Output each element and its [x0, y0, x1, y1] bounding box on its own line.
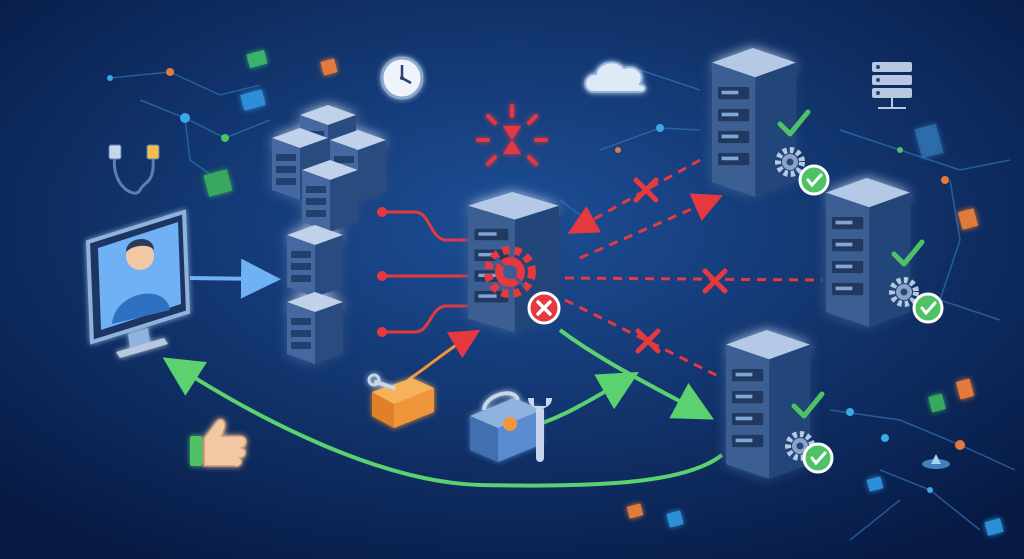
- blocked-cross-icons: [633, 177, 728, 354]
- user-workstation-node: [85, 209, 191, 358]
- cluster-to-failed-links: [385, 210, 470, 334]
- wrench-icon: [528, 398, 552, 462]
- failed-gear-icon: [484, 246, 536, 298]
- rack-server-icon: [872, 62, 912, 109]
- location-marker-icon: [922, 454, 950, 469]
- thumbs-up-icon: [190, 418, 247, 468]
- network-dots: [107, 68, 965, 493]
- clock-icon: [380, 56, 424, 100]
- blocked-link-top: [579, 193, 723, 260]
- ok-badge-icons: [798, 164, 944, 474]
- network-cable-icon: [108, 144, 160, 195]
- blocked-link-middle: [564, 276, 823, 282]
- check-mark-icons: [777, 109, 925, 419]
- user-avatar-icon: [112, 238, 170, 324]
- toolbox-icon: [470, 391, 542, 462]
- tool-to-failed-route: [407, 329, 481, 382]
- floating-chips: [203, 49, 1004, 536]
- hourglass-alert-icon: [476, 104, 548, 166]
- error-badge-icon: [527, 291, 561, 325]
- response-route-to-user: [162, 357, 724, 488]
- cloud-icon: [584, 61, 647, 93]
- orange-toolbox-icon: [367, 373, 434, 428]
- request-arrow-user-to-cluster: [189, 258, 281, 299]
